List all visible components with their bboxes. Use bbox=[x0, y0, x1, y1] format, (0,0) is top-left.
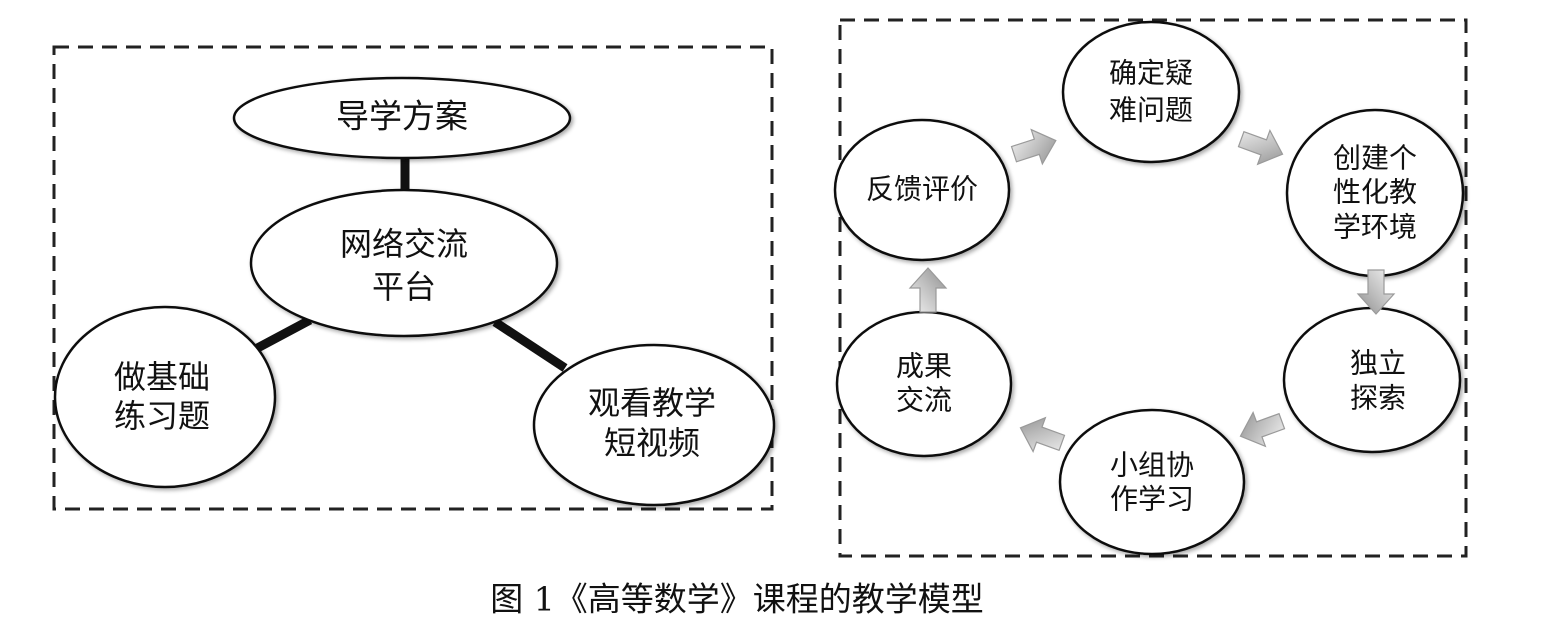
node-label: 导学方案 bbox=[336, 97, 468, 136]
connector-right bbox=[492, 318, 568, 372]
node-label-line2: 难问题 bbox=[1109, 94, 1193, 127]
node-results-exchange: 成果 交流 bbox=[835, 310, 1013, 458]
node-network-platform: 网络交流 平台 bbox=[249, 188, 559, 338]
connector-left bbox=[247, 316, 313, 356]
node-label-line1: 网络交流 bbox=[340, 225, 468, 263]
node-label-line1: 小组协 bbox=[1110, 449, 1194, 482]
node-guide-plan: 导学方案 bbox=[232, 76, 572, 160]
left-panel-border bbox=[52, 45, 774, 511]
node-label-line2: 平台 bbox=[372, 268, 436, 306]
node-label-line2: 作学习 bbox=[1110, 483, 1194, 516]
node-watch-videos: 观看教学 短视频 bbox=[532, 343, 776, 507]
cycle-arrow-group-to-results bbox=[1013, 410, 1069, 461]
node-personalized-environment: 创建个 性化教 学环境 bbox=[1285, 108, 1465, 278]
node-identify-problems: 确定疑 难问题 bbox=[1061, 20, 1241, 164]
left-panel: 导学方案 网络交流 平台 做基础 练习题 观看教学 短视频 bbox=[52, 45, 776, 511]
cycle-arrow-results-to-feedback bbox=[909, 267, 947, 313]
node-label: 反馈评价 bbox=[866, 173, 978, 206]
node-feedback-evaluation: 反馈评价 bbox=[833, 118, 1011, 262]
node-label-line2: 短视频 bbox=[604, 424, 700, 462]
node-label-line1: 做基础 bbox=[114, 358, 210, 396]
node-label-line3: 学环境 bbox=[1333, 211, 1417, 244]
right-panel: 确定疑 难问题 创建个 性化教 学环境 独立 探索 小组协 作学习 成果 交流 … bbox=[833, 18, 1468, 558]
cycle-arrow-identify-to-create bbox=[1234, 121, 1290, 172]
node-label-line2: 性化教 bbox=[1333, 176, 1417, 209]
node-label-line1: 独立 bbox=[1350, 347, 1406, 380]
node-label-line1: 观看教学 bbox=[588, 384, 716, 422]
cycle-arrow-feedback-to-identify bbox=[1007, 122, 1062, 172]
cycle-arrow-explore-to-group bbox=[1233, 403, 1289, 454]
node-label-line2: 交流 bbox=[896, 384, 952, 417]
node-group-cooperation: 小组协 作学习 bbox=[1058, 408, 1246, 556]
node-independent-exploration: 独立 探索 bbox=[1282, 306, 1462, 454]
node-basic-exercises: 做基础 练习题 bbox=[53, 305, 277, 489]
right-panel-border bbox=[838, 18, 1468, 558]
node-label-line1: 成果 bbox=[896, 350, 952, 383]
figure-caption: 图 1《高等数学》课程的教学模型 bbox=[490, 580, 984, 619]
node-label-line1: 创建个 bbox=[1333, 142, 1417, 175]
node-label-line2: 探索 bbox=[1350, 382, 1406, 415]
node-label-line2: 练习题 bbox=[114, 397, 210, 435]
node-label-line1: 确定疑 bbox=[1109, 57, 1193, 90]
